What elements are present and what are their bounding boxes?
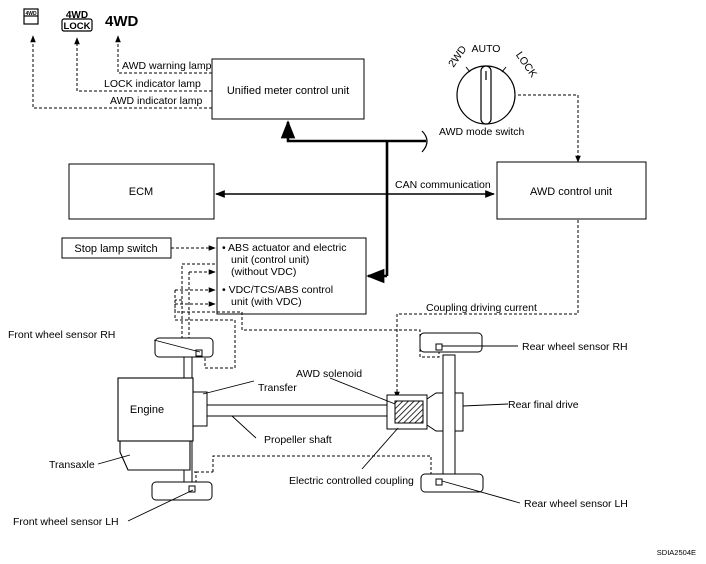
awd-warning-lamp-label: AWD warning lamp: [122, 60, 212, 72]
front-wheel-sensor-rh-label: Front wheel sensor RH: [8, 329, 115, 341]
rear-axle: [419, 332, 484, 493]
unified-meter-control-unit-label: Unified meter control unit: [227, 85, 349, 97]
rear-wheel-sensor-rh-label: Rear wheel sensor RH: [522, 341, 628, 353]
propeller-shaft-label: Propeller shaft: [264, 434, 332, 446]
abs-line-4: • VDC/TCS/ABS control: [222, 284, 333, 296]
4wd-indicator-icon: 4WD: [105, 13, 139, 30]
stop-lamp-switch-label: Stop lamp switch: [74, 243, 157, 255]
switch-auto-label: AUTO: [472, 43, 501, 55]
awd-indicator-lamp-label: AWD indicator lamp: [110, 95, 203, 107]
lock-indicator-lamp-label: LOCK indicator lamp: [104, 78, 201, 90]
rear-wheel-sensor-lh-label: Rear wheel sensor LH: [524, 498, 628, 510]
awd-solenoid-label: AWD solenoid: [296, 368, 362, 380]
awd-control-unit-box: [496, 161, 647, 220]
awd-indicator-icon: 4WD: [23, 8, 39, 25]
awd-control-unit-label: AWD control unit: [530, 186, 612, 198]
can-communication-label: CAN communication: [395, 179, 491, 191]
switch-2wd-label: 2WD: [446, 43, 469, 69]
lamp-signal-lines: [30, 35, 212, 109]
can-bus-lines: [280, 120, 426, 284]
can-line-break-mark: [421, 130, 428, 153]
switch-signal-line: [518, 94, 581, 163]
awd-mode-switch-label: AWD mode switch: [439, 126, 525, 138]
transaxle-label: Transaxle: [49, 459, 95, 471]
abs-vdc-control-unit-box: [216, 237, 367, 315]
front-wheel-sensor-lh-label: Front wheel sensor LH: [13, 516, 119, 528]
lock-icon-top-text: 4WD: [66, 10, 88, 21]
abs-line-1: • ABS actuator and electric: [222, 242, 347, 254]
lock-icon-bottom-text: LOCK: [64, 21, 91, 32]
engine-transaxle: [117, 377, 194, 471]
awd-icon-text: 4WD: [25, 11, 37, 17]
abs-line-3: (without VDC): [231, 266, 296, 278]
unified-meter-control-unit-box: [211, 58, 365, 120]
abs-line-5: unit (with VDC): [231, 296, 302, 308]
propeller-shaft: [206, 404, 388, 417]
awd-mode-switch-icon: [456, 65, 516, 125]
abs-line-2: unit (control unit): [231, 254, 309, 266]
coupling-current-line: [394, 220, 579, 399]
coupling-current-label: Coupling driving current: [426, 302, 537, 314]
figure-id: SDIA2504E: [657, 548, 696, 557]
leader-lines: [97, 339, 521, 522]
ecm-label: ECM: [129, 186, 153, 198]
engine-label: Engine: [130, 404, 164, 416]
lock-indicator-icon: 4WD LOCK: [61, 10, 93, 32]
ecm-box: [68, 163, 215, 220]
rear-final-drive-label: Rear final drive: [508, 399, 579, 411]
electric-controlled-coupling-label: Electric controlled coupling: [289, 475, 414, 487]
transfer-box: [192, 391, 208, 427]
switch-lock-label: LOCK: [513, 50, 539, 80]
transfer-label: Transfer: [258, 382, 297, 394]
